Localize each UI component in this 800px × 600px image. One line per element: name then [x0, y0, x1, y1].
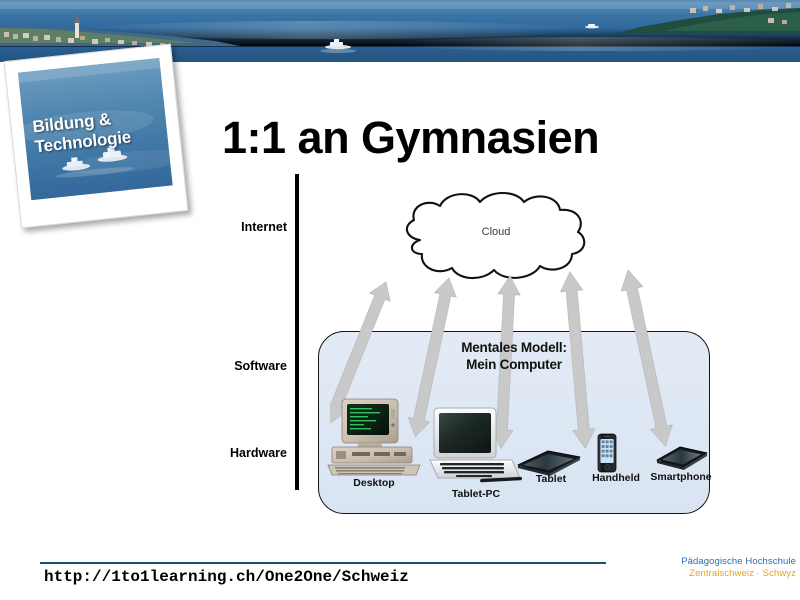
polaroid-boat-right [97, 147, 128, 162]
device-desktop-image [326, 397, 422, 482]
smartphone-icon [656, 446, 708, 470]
polaroid-lake-illustration [17, 57, 173, 201]
device-label-tablet-pc: Tablet-PC [451, 488, 501, 500]
device-tablet-image [514, 447, 584, 486]
device-label-tablet: Tablet [535, 473, 567, 485]
device-handheld-image [594, 433, 620, 480]
mental-model-label: Mentales Modell: Mein Computer [318, 339, 710, 373]
cloud-outline-icon [405, 191, 586, 280]
logo-divider [584, 562, 606, 564]
cloud-shape: Cloud [376, 186, 616, 290]
mental-model-line1: Mentales Modell: [461, 340, 567, 355]
lake-panorama-banner [0, 0, 800, 62]
mental-model-line2: Mein Computer [466, 357, 562, 372]
tablet-icon [517, 450, 581, 476]
polaroid-boat-left [62, 157, 91, 171]
logo-line-institution: Pädagogische Hochschule [681, 556, 796, 567]
device-group: Desktop [318, 331, 712, 514]
footer-url[interactable]: http://1to1learning.ch/One2One/Schweiz [44, 568, 409, 586]
axis-label-hardware: Hardware [230, 446, 287, 460]
footer-divider [40, 562, 600, 564]
desktop-computer-icon [327, 398, 421, 476]
device-tablet-pc-image [428, 406, 528, 491]
polaroid-photo-card: Bildung & Technologie [3, 43, 189, 229]
device-label-desktop: Desktop [353, 477, 395, 489]
cloud-label: Cloud [481, 226, 511, 238]
vertical-axis-line [295, 174, 299, 490]
axis-label-internet: Internet [241, 220, 287, 234]
institution-logo: Pädagogische Hochschule Zentralschweiz ·… [600, 556, 796, 580]
device-smartphone-image [654, 444, 710, 479]
stylus-icon [480, 476, 523, 483]
polaroid-photo: Bildung & Technologie [17, 57, 173, 201]
device-label-handheld: Handheld [592, 472, 640, 484]
boat-right [585, 24, 599, 29]
boat-center [320, 39, 356, 53]
banner-photo-illustration [0, 0, 800, 62]
logo-line-region: Zentralschweiz · Schwyz [689, 568, 796, 579]
tablet-pc-laptop-icon [429, 407, 523, 483]
slide-title: 1:1 an Gymnasien [222, 112, 600, 163]
device-label-smartphone: Smartphone [650, 471, 712, 483]
axis-label-software: Software [234, 359, 287, 373]
axis-label-group: Internet Software Hardware [195, 0, 287, 600]
handheld-phone-icon [597, 433, 617, 473]
